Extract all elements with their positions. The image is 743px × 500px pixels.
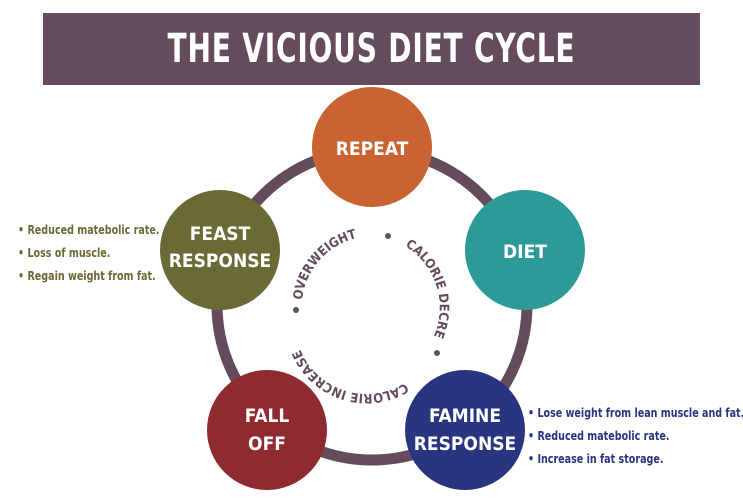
stage-diet: DIET: [465, 190, 585, 310]
feast-note: Loss of muscle.: [18, 245, 160, 260]
stage-repeat: REPEAT: [312, 87, 432, 207]
famine-note: Reduced matebolic rate.: [528, 428, 743, 443]
feast-response-notes: Reduced matebolic rate. Loss of muscle. …: [18, 222, 185, 291]
stage-feast-label-2: RESPONSE: [169, 250, 272, 272]
separator-dot-1: [385, 233, 391, 239]
stage-famine-label-2: RESPONSE: [414, 433, 517, 455]
separator-dot-3: [293, 307, 299, 313]
famine-note: Lose weight from lean muscle and fat.: [528, 405, 743, 420]
title-banner: THE VICIOUS DIET CYCLE: [43, 13, 700, 85]
stage-fall-off-label-1: FALL: [245, 405, 290, 427]
stage-famine-label-1: FAMINE: [429, 405, 501, 427]
stage-feast-label-1: FEAST: [190, 223, 251, 245]
stage-fall-off-label-2: OFF: [248, 433, 286, 455]
page-title: THE VICIOUS DIET CYCLE: [167, 26, 576, 72]
feast-note: Regain weight from fat.: [18, 268, 160, 283]
famine-response-notes: Lose weight from lean muscle and fat. Re…: [528, 405, 743, 474]
stage-feast-response: FEAST RESPONSE: [160, 190, 280, 310]
stage-famine-response: FAMINE RESPONSE: [405, 370, 525, 490]
inner-label-overweight: OVERWEIGHT: [291, 227, 358, 301]
stage-diet-label: DIET: [503, 241, 547, 263]
famine-note: Increase in fat storage.: [528, 451, 743, 466]
separator-dot-2: [434, 350, 440, 356]
stage-fall-off: FALL OFF: [207, 370, 327, 490]
feast-note: Reduced matebolic rate.: [18, 222, 160, 237]
stage-repeat-label: REPEAT: [336, 138, 409, 160]
